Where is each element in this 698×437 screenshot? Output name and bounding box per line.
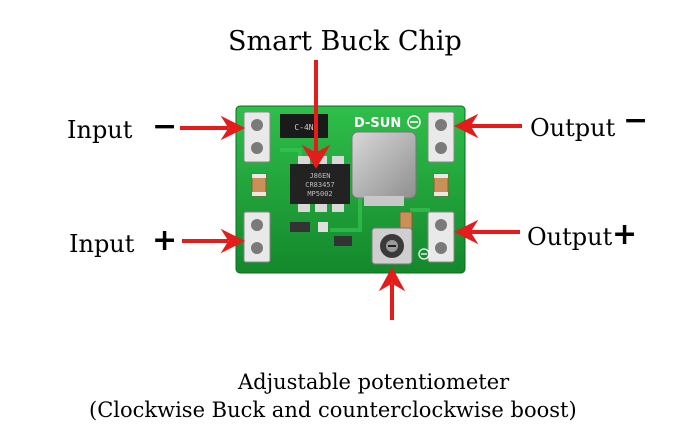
brand-logo-icon (407, 115, 421, 129)
input-plus-pads (243, 211, 271, 263)
chip-line-2: CR83457 (305, 181, 335, 189)
input-minus-label: Input (67, 116, 133, 144)
potentiometer-caption-line2: (Clockwise Buck and counterclockwise boo… (89, 398, 577, 422)
arrows (180, 60, 522, 320)
input-minus-symbol: − (152, 109, 178, 144)
output-minus-pads (427, 111, 455, 163)
input-plus-symbol: + (152, 223, 178, 258)
input-minus-pads (243, 111, 271, 163)
capacitors (251, 173, 449, 246)
input-minus-arrow (180, 115, 246, 141)
potentiometer-arrow (378, 266, 406, 320)
output-plus-arrow (453, 219, 520, 245)
output-plus-pads (427, 211, 455, 263)
buck-chip: J86EN CR83457 MP5002 (290, 156, 350, 212)
chip-arrow (301, 60, 331, 169)
output-minus-symbol: − (623, 103, 649, 138)
input-plus-label: Input (69, 230, 135, 258)
smart-buck-chip-label: Smart Buck Chip (228, 26, 462, 57)
small-chip-text: C-4N (294, 123, 313, 132)
chip-line-3: MP5002 (307, 190, 332, 198)
output-plus-label: Output (527, 223, 613, 251)
potentiometer-caption-line1: Adjustable potentiometer (238, 370, 510, 394)
chip-line-1: J86EN (309, 172, 330, 180)
output-plus-symbol: + (612, 217, 638, 252)
small-chip: C-4N (280, 114, 328, 138)
inductor (351, 131, 417, 206)
input-plus-arrow (182, 228, 246, 254)
potentiometer (371, 227, 413, 265)
brand-text: D-SUN (354, 116, 401, 131)
output-minus-label: Output (530, 114, 616, 142)
output-minus-arrow (453, 113, 522, 139)
